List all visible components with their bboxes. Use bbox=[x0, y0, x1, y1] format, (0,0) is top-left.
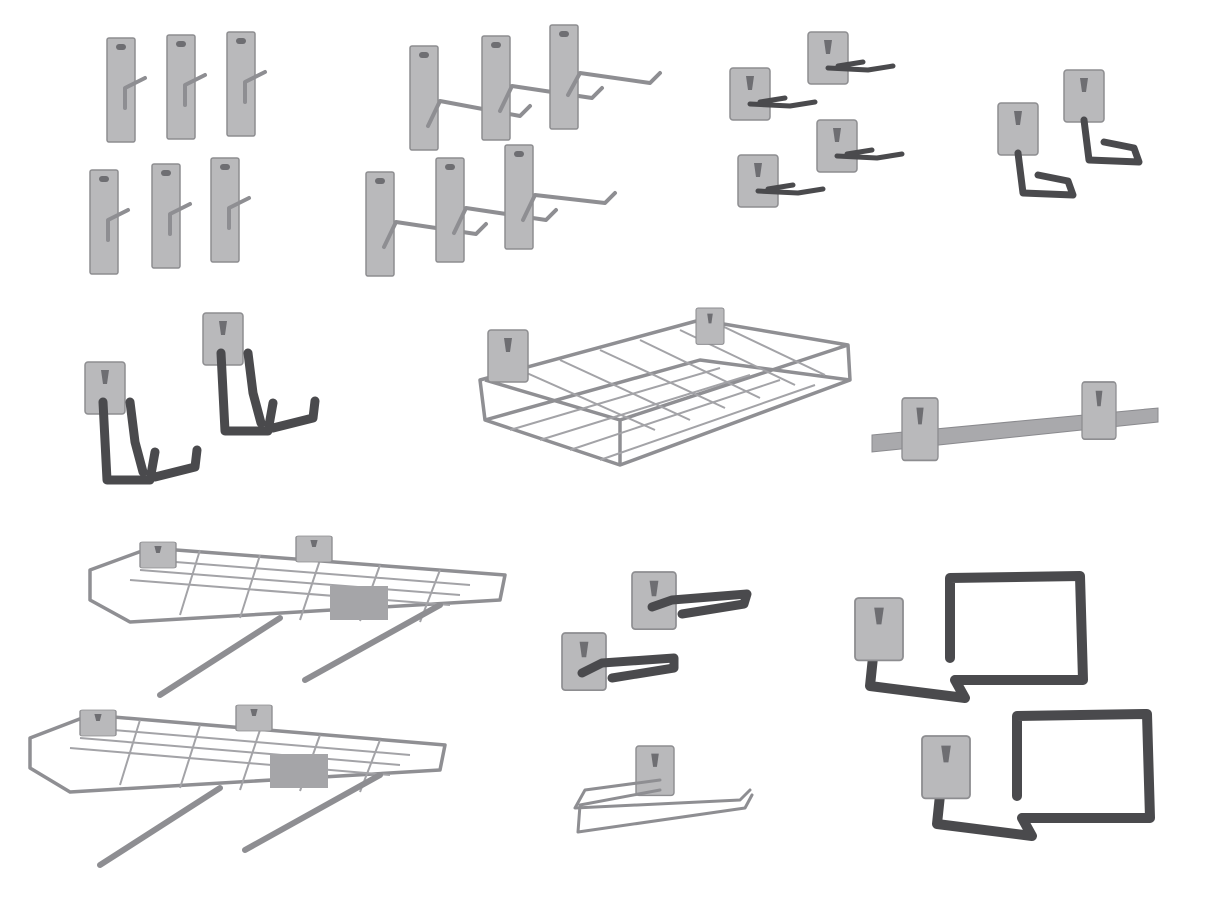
wire-shelves bbox=[28, 535, 507, 868]
long-single-hooks bbox=[365, 24, 662, 277]
paper-towel-holder bbox=[573, 745, 754, 834]
hanging-bar bbox=[871, 381, 1159, 462]
hose-hangers bbox=[854, 571, 1155, 841]
utility-hooks bbox=[561, 571, 752, 692]
j-hooks bbox=[997, 69, 1143, 199]
double-u-hooks bbox=[84, 312, 320, 485]
short-single-hooks bbox=[89, 31, 267, 275]
wire-basket bbox=[478, 307, 852, 467]
double-prong-hooks bbox=[729, 31, 905, 208]
